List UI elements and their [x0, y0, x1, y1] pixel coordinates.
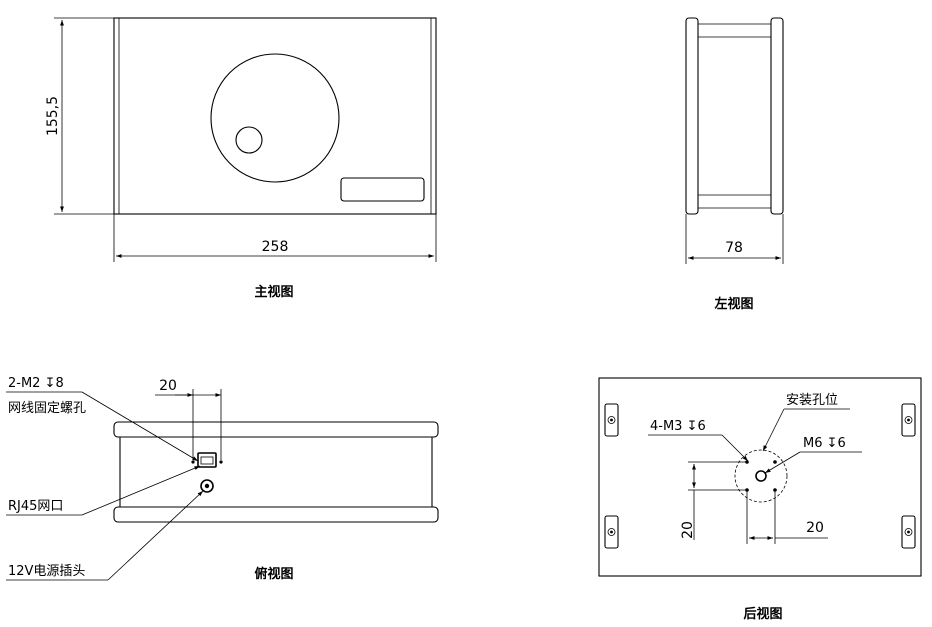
callout-power-leader	[107, 490, 204, 581]
front-height-dim-text: 155,5	[45, 96, 61, 136]
front-display-slot	[340, 177, 425, 202]
mount-pattern-circle	[734, 449, 788, 503]
callout-screw-leader	[81, 391, 199, 462]
rear-slot-bottom-right	[901, 515, 916, 549]
power-jack-outer	[200, 479, 214, 493]
rj45-port-inner	[200, 456, 214, 465]
m6-center-hole	[755, 470, 767, 482]
top-view: 20 2-M2 ↧8 网线固定螺孔 RJ45网口 12V电源插头 俯视图	[6, 376, 439, 582]
callout-rj45: RJ45网口	[8, 499, 63, 514]
front-view-caption: 主视图	[254, 284, 293, 300]
rj45-port	[197, 452, 217, 468]
power-jack-inner	[204, 483, 210, 489]
callout-install-leader	[762, 408, 785, 452]
callout-m3-leader	[721, 434, 749, 462]
left-front-panel	[685, 17, 699, 215]
left-depth-dim-text: 78	[725, 240, 743, 256]
rear-view-caption: 后视图	[743, 606, 782, 622]
rear-slot-top-left	[604, 403, 619, 437]
screw-hole-right	[219, 460, 223, 464]
top-view-caption: 俯视图	[254, 566, 293, 582]
left-view-caption: 左视图	[714, 296, 753, 312]
callout-screw-desc: 网线固定螺孔	[8, 401, 86, 416]
callout-m6: M6 ↧6	[803, 436, 846, 451]
front-width-dim-text: 258	[262, 239, 289, 255]
top-dim20-text: 20	[159, 378, 177, 394]
rear-slot-bottom-left	[604, 515, 619, 549]
callout-screw-spec: 2-M2 ↧8	[8, 376, 64, 391]
rear-slot-top-right	[901, 403, 916, 437]
rear-hdim-text: 20	[806, 520, 824, 536]
top-rear-rail	[113, 421, 439, 438]
rear-view: 20 20 安装孔位 4-M3 ↧6 M6 ↧6 后视图	[598, 377, 922, 622]
callout-m3: 4-M3 ↧6	[650, 419, 706, 434]
speaker-button-circle	[235, 126, 263, 154]
top-front-rail	[113, 506, 439, 523]
rear-vdim-text: 20	[680, 521, 696, 539]
callout-install-position: 安装孔位	[786, 393, 838, 408]
front-view: 155,5 258 主视图	[45, 17, 437, 300]
left-view: 78 左视图	[685, 17, 784, 312]
callout-power: 12V电源插头	[8, 564, 85, 579]
callout-m6-leader	[764, 451, 801, 474]
rear-body-outline	[598, 377, 922, 577]
left-rear-panel	[770, 17, 784, 215]
callout-rj45-leader	[81, 465, 201, 516]
front-body-outline	[113, 17, 437, 215]
speaker-grille-circle	[210, 53, 340, 183]
screw-hole-left	[191, 460, 195, 464]
m3-hole-tr	[773, 460, 777, 464]
